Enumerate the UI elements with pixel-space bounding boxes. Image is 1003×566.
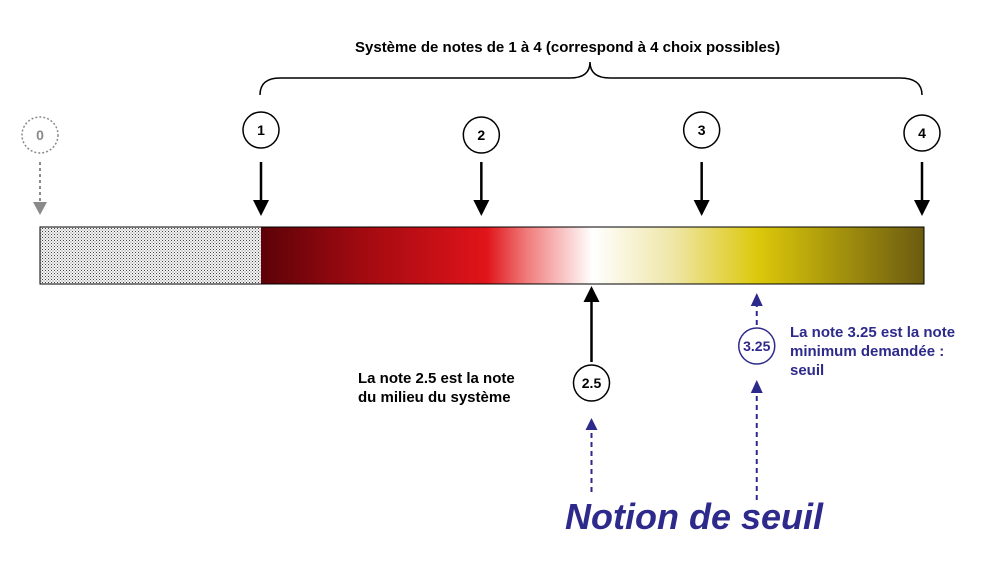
annotation-markers: 2.5 3.25 xyxy=(572,286,776,500)
rating-bar xyxy=(39,226,925,285)
marker-label-3: 3 xyxy=(698,122,706,138)
scale-brace xyxy=(259,61,923,96)
threshold-note-line: minimum demandée : xyxy=(790,343,945,360)
midpoint-note-line: La note 2.5 est la note xyxy=(358,370,515,387)
midpoint-label: 2.5 xyxy=(582,375,602,391)
threshold-dashed-arrowhead xyxy=(750,380,763,393)
threshold-arrowhead-up xyxy=(750,293,763,306)
midpoint-note-line: du milieu du système xyxy=(358,389,511,406)
scale-markers: 0 1 2 3 4 xyxy=(21,111,941,216)
threshold-label: 3.25 xyxy=(743,338,770,354)
marker-arrowhead-1 xyxy=(253,200,269,216)
marker-label-2: 2 xyxy=(477,127,485,143)
midpoint-dashed-arrowhead xyxy=(585,418,598,430)
threshold-note-line: seuil xyxy=(790,362,825,379)
marker-label-1: 1 xyxy=(257,122,265,138)
marker-circle-1 xyxy=(242,111,280,149)
marker-label-0: 0 xyxy=(36,127,44,143)
threshold-circle xyxy=(738,327,776,365)
midpoint-arrowhead xyxy=(583,286,600,302)
midpoint-note: La note 2.5 est la note du milieu du sys… xyxy=(358,369,558,407)
marker-arrowhead-0 xyxy=(33,202,47,215)
bar-outline xyxy=(39,226,925,285)
color-gradient-zone xyxy=(261,227,924,284)
marker-label-4: 4 xyxy=(918,125,926,141)
marker-circle-4 xyxy=(903,114,941,152)
marker-circle-0 xyxy=(21,116,59,154)
zero-zone xyxy=(40,227,261,284)
marker-arrowhead-4 xyxy=(914,200,930,216)
diagram-title: Système de notes de 1 à 4 (correspond à … xyxy=(355,39,781,56)
threshold-note-line: La note 3.25 est la note xyxy=(790,324,956,341)
footer-title: Notion de seuil xyxy=(565,496,824,537)
marker-circle-3 xyxy=(682,111,721,149)
midpoint-circle xyxy=(572,364,611,402)
marker-arrowhead-3 xyxy=(693,200,710,216)
marker-arrowhead-2 xyxy=(473,200,490,216)
threshold-note: La note 3.25 est la note minimum demandé… xyxy=(790,323,1000,380)
marker-circle-2 xyxy=(462,116,501,154)
